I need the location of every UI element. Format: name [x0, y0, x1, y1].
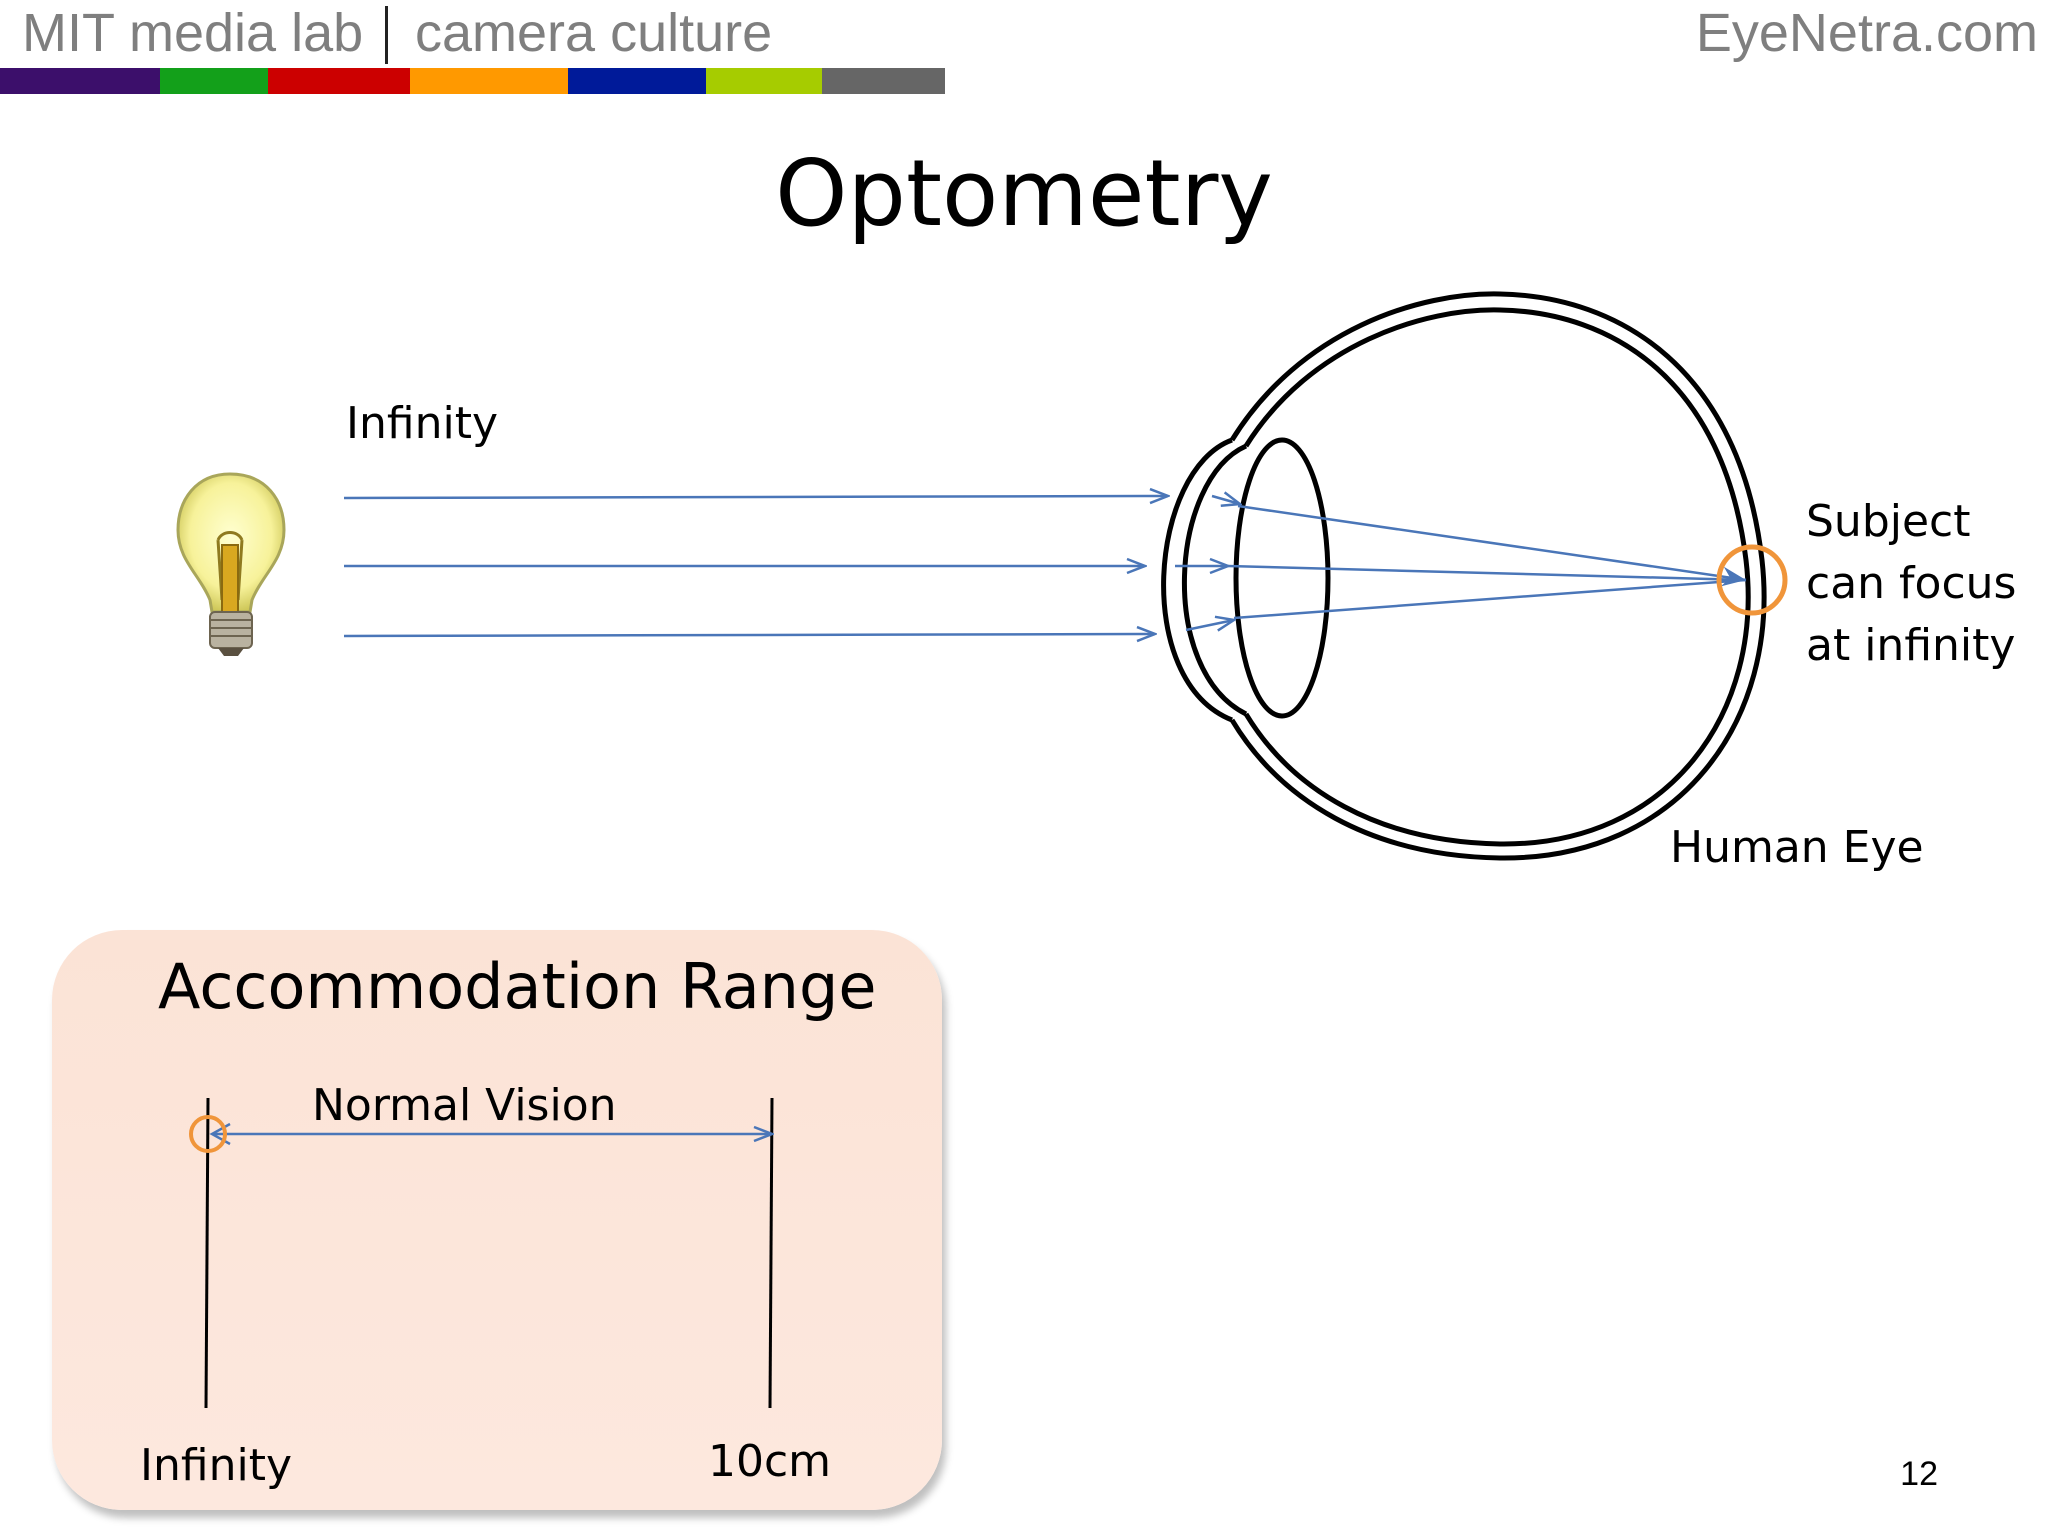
- cornea-ray-top: [1211, 496, 1240, 504]
- header-divider: [385, 6, 388, 64]
- near-point-label: 10cm: [708, 1436, 832, 1487]
- light-bulb-icon: [176, 472, 286, 656]
- color-bar-segment: [822, 68, 945, 94]
- subject-label-line1: Subject: [1806, 496, 1971, 547]
- infinity-boundary-line: [204, 1097, 210, 1409]
- accommodation-range-panel: [52, 930, 942, 1510]
- subject-label-line3: at infinity: [1806, 620, 2016, 671]
- infinity-label: Infinity: [346, 398, 498, 449]
- human-eye-label: Human Eye: [1670, 822, 1924, 873]
- slide-title: Optometry: [775, 140, 1273, 247]
- subject-label-line2: can focus: [1806, 558, 2017, 609]
- refracted-ray-top: [1237, 504, 1747, 587]
- color-bar-segment: [706, 68, 822, 94]
- color-bar-segment: [268, 68, 410, 94]
- color-bar-segment: [0, 68, 160, 94]
- cornea-ray-bottom: [1185, 620, 1234, 630]
- infinity-focus-marker: [189, 1115, 227, 1153]
- color-bar-segment: [410, 68, 568, 94]
- normal-vision-label: Normal Vision: [312, 1080, 617, 1131]
- refracted-ray-bottom: [1233, 578, 1747, 620]
- color-bar-segment: [160, 68, 268, 94]
- near-point-boundary-line: [768, 1097, 774, 1409]
- header-color-bar: [0, 68, 945, 94]
- header-website: EyeNetra.com: [1695, 3, 2038, 63]
- infinity-range-label: Infinity: [140, 1440, 292, 1491]
- retina-focus-marker: [1716, 544, 1788, 616]
- page-number: 12: [1900, 1455, 1938, 1493]
- incoming-ray-bottom: [343, 634, 1155, 636]
- header-lab-name: MIT media lab: [22, 3, 364, 63]
- color-bar-segment: [568, 68, 706, 94]
- refracted-ray-middle: [1227, 564, 1747, 582]
- accommodation-range-title: Accommodation Range: [158, 950, 877, 1023]
- incoming-ray-top: [343, 496, 1168, 498]
- header-group-name: camera culture: [415, 3, 773, 63]
- human-eye: [1161, 291, 1767, 861]
